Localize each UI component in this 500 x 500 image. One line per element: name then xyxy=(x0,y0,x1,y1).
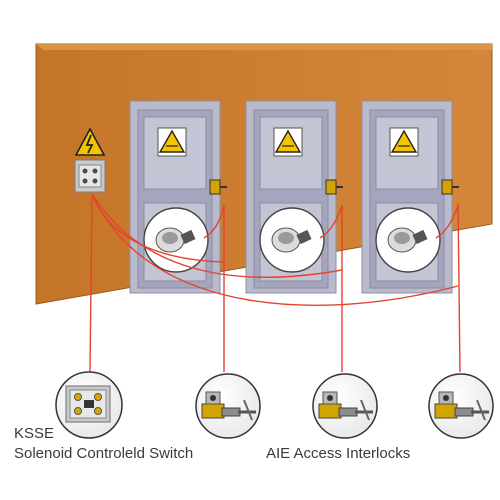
switch-description-label: Solenoid Controleld Switch xyxy=(14,445,194,462)
door-1 xyxy=(129,100,227,294)
hazard-warning-icon xyxy=(389,127,419,157)
hazard-warning-icon xyxy=(157,127,187,157)
hazard-warning-icon xyxy=(273,127,303,157)
door-lock-icon xyxy=(441,179,459,195)
lock-detail-circle xyxy=(259,207,325,273)
door-3 xyxy=(361,100,459,294)
aie-interlock-3 xyxy=(428,373,494,439)
door-2 xyxy=(245,100,343,294)
aie-interlock-1 xyxy=(195,373,261,439)
interlocks-description-label: AIE Access Interlocks xyxy=(266,445,411,462)
ksse-switch-detail xyxy=(55,371,123,439)
lock-detail-circle xyxy=(375,207,441,273)
door-lock-icon xyxy=(325,179,343,195)
switch-name-label: KSSE xyxy=(14,425,55,442)
cables xyxy=(89,193,461,373)
aie-interlock-2 xyxy=(312,373,378,439)
door-lock-icon xyxy=(209,179,227,195)
ksse-switch-box xyxy=(74,127,106,193)
electrical-hazard-icon xyxy=(74,127,106,156)
